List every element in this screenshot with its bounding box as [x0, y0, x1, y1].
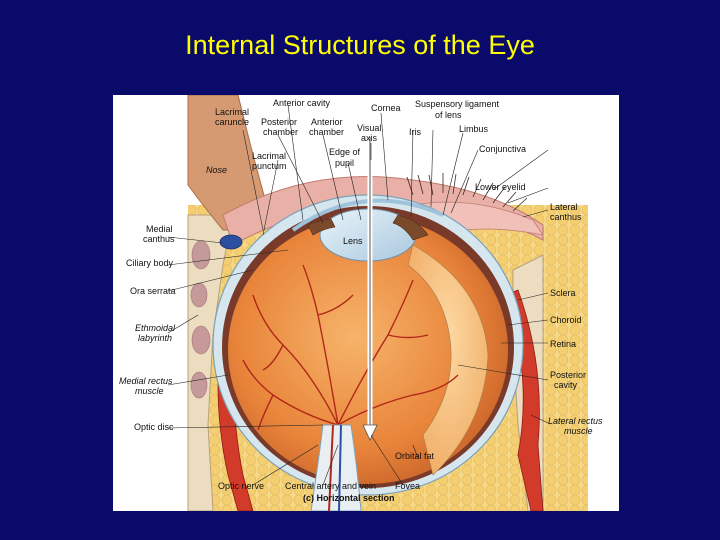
optic-nerve-shape	[310, 424, 362, 511]
label-lens: Lens	[343, 236, 363, 246]
label-fovea: Fovea	[395, 481, 421, 491]
label-edge-of: Edge of	[329, 147, 361, 157]
figure-caption: (c) Horizontal section	[303, 493, 395, 503]
label-cavity: cavity	[554, 380, 578, 390]
label-lacrimal: Lacrimal	[215, 107, 250, 117]
label-ethmoidal: Ethmoidal	[135, 323, 176, 333]
lacrimal-caruncle	[219, 234, 243, 250]
label-iris: Iris	[409, 127, 421, 137]
label-optic-nerve: Optic nerve	[218, 481, 265, 491]
label-orbital-fat: Orbital fat	[395, 451, 435, 461]
label-labyrinth: labyrinth	[138, 333, 173, 343]
label-of-lens: of lens	[435, 110, 462, 120]
slide-title: Internal Structures of the Eye	[185, 30, 535, 60]
label-medial: Medial	[146, 224, 173, 234]
retinal-vessels	[242, 264, 459, 431]
visual-axis-arrowhead	[362, 424, 378, 441]
label-muscle-lateral: muscle	[564, 426, 593, 436]
label-lacrimal-2: Lacrimal	[252, 151, 287, 161]
label-lower-eyelid: Lower eyelid	[475, 182, 526, 192]
label-sclera: Sclera	[550, 288, 576, 298]
label-anterior-cavity: Anterior cavity	[273, 98, 331, 108]
label-visual: Visual	[357, 123, 382, 133]
label-posterior-2: Posterior	[550, 370, 587, 380]
label-anterior: Anterior	[311, 117, 343, 127]
label-muscle-medial: muscle	[135, 386, 164, 396]
label-lateral: Lateral	[550, 202, 578, 212]
posterior-cavity	[407, 244, 489, 476]
label-choroid: Choroid	[550, 315, 582, 325]
label-pupil: pupil	[335, 158, 355, 168]
label-canthus-medial: canthus	[143, 234, 175, 244]
label-chamber-posterior: chamber	[263, 127, 299, 137]
label-axis: axis	[361, 133, 378, 143]
label-chamber-anterior: chamber	[309, 127, 345, 137]
leader-lines	[167, 104, 549, 486]
label-central-artery-vein: Central artery and vein	[285, 481, 377, 491]
label-suspensory-ligament: Suspensory ligament	[415, 99, 500, 109]
label-cornea: Cornea	[371, 103, 401, 113]
eye-illustration	[167, 95, 588, 511]
eye-diagram: Anterior cavity Cornea Suspensory ligame…	[113, 95, 619, 511]
label-canthus-lateral: canthus	[550, 212, 582, 222]
cornea	[291, 198, 444, 232]
label-ora-serrata: Ora serrata	[130, 286, 176, 296]
iris	[392, 214, 429, 241]
label-ciliary-body: Ciliary body	[126, 258, 174, 268]
label-lateral-rectus: Lateral rectus	[548, 416, 603, 426]
label-punctum: punctum	[252, 161, 287, 171]
label-medial-rectus: Medial rectus	[119, 376, 173, 386]
label-optic-disc: Optic disc	[134, 422, 174, 432]
label-nose: Nose	[206, 165, 228, 175]
label-limbus: Limbus	[459, 124, 489, 134]
label-retina: Retina	[550, 339, 577, 349]
label-caruncle: caruncle	[215, 117, 250, 127]
label-posterior: Posterior	[261, 117, 298, 127]
label-conjunctiva: Conjunctiva	[479, 144, 527, 154]
